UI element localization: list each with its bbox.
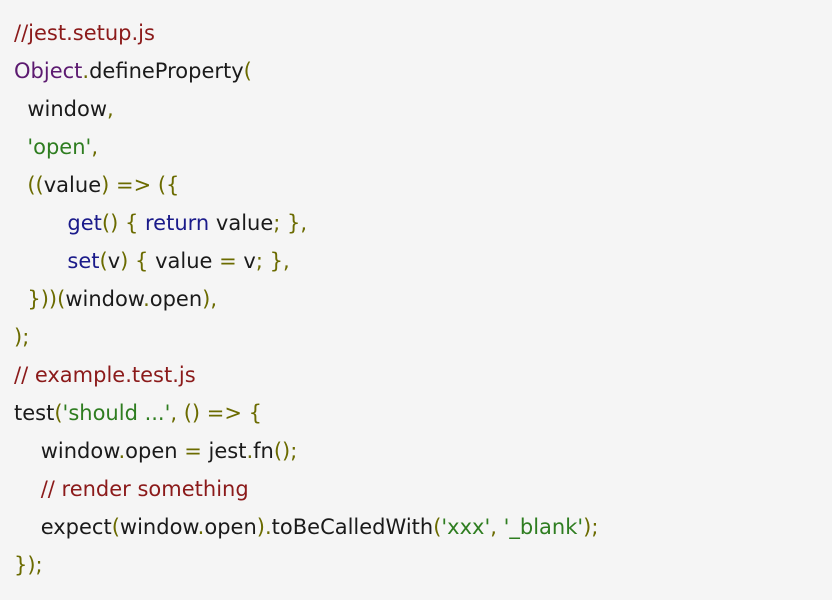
code-token-plain: open (125, 439, 185, 463)
code-token-punct: , (91, 135, 99, 159)
code-line: }); (14, 546, 832, 584)
code-token-punct: (( (27, 173, 44, 197)
code-token-punct: . (197, 515, 205, 539)
code-token-punct: , () => { (170, 401, 263, 425)
code-token-comment: // example.test.js (14, 363, 196, 387)
code-line: //jest.setup.js (14, 14, 832, 52)
code-token-punct: ); (14, 325, 30, 349)
code-token-plain (14, 287, 27, 311)
code-token-string: '_blank' (503, 515, 584, 539)
code-token-punct: ( (54, 401, 63, 425)
code-line: ); (14, 318, 832, 356)
code-line: get() { return value; }, (14, 204, 832, 242)
code-token-punct: ( (243, 59, 252, 83)
code-line: ((value) => ({ (14, 166, 832, 204)
code-token-plain: open (204, 515, 257, 539)
code-token-keyword: get (67, 211, 102, 235)
code-token-punct: = (219, 249, 237, 273)
code-line: expect(window.open).toBeCalledWith('xxx'… (14, 508, 832, 546)
code-token-plain: expect (14, 515, 112, 539)
code-token-plain: test (14, 401, 55, 425)
code-line: set(v) { value = v; }, (14, 242, 832, 280)
code-token-plain (14, 135, 27, 159)
code-token-punct: . (82, 59, 90, 83)
code-token-keyword: set (67, 249, 100, 273)
code-line: 'open', (14, 128, 832, 166)
code-token-punct: , (490, 515, 504, 539)
code-token-string: 'open' (27, 135, 92, 159)
code-token-plain: value (43, 173, 102, 197)
code-token-punct: ( (433, 515, 442, 539)
code-token-plain (14, 211, 67, 235)
code-token-plain: jest (201, 439, 247, 463)
code-token-plain (14, 477, 41, 501)
code-token-punct: . (246, 439, 254, 463)
code-token-punct: ; }, (255, 249, 290, 273)
code-line: }))(window.open), (14, 280, 832, 318)
code-line: test('should ...', () => { (14, 394, 832, 432)
code-token-plain (14, 173, 27, 197)
code-token-punct: . (118, 439, 126, 463)
code-token-plain: window (14, 97, 108, 121)
code-token-plain: defineProperty (89, 59, 244, 83)
code-token-punct: }))( (27, 287, 66, 311)
code-line: window.open = jest.fn(); (14, 432, 832, 470)
code-token-comment: //jest.setup.js (14, 21, 155, 45)
code-line: window, (14, 90, 832, 128)
code-token-punct: ) { (120, 249, 156, 273)
code-token-punct: ); (583, 515, 599, 539)
code-token-comment: // render something (40, 477, 249, 501)
code-token-plain (14, 249, 67, 273)
code-token-punct: }); (14, 553, 43, 577)
code-token-plain: v (107, 249, 121, 273)
code-token-punct: ), (202, 287, 218, 311)
code-token-plain: open (149, 287, 203, 311)
code-token-plain: window (119, 515, 198, 539)
code-token-punct: (); (273, 439, 298, 463)
code-token-punct: () { (101, 211, 145, 235)
code-token-punct: ). (256, 515, 272, 539)
code-token-plain: window (65, 287, 144, 311)
code-token-keyword: return (145, 211, 210, 235)
code-token-builtin: Object (14, 59, 83, 83)
code-token-plain: fn (253, 439, 274, 463)
code-token-plain: window (14, 439, 119, 463)
code-token-plain: toBeCalledWith (271, 515, 434, 539)
code-token-punct: ( (111, 515, 120, 539)
code-token-punct: , (107, 97, 114, 121)
code-line: // example.test.js (14, 356, 832, 394)
code-token-string: 'xxx' (441, 515, 491, 539)
code-token-punct: ( (99, 249, 108, 273)
code-token-string: 'should ...' (62, 401, 171, 425)
code-token-punct: ) => ({ (101, 173, 180, 197)
code-token-punct: = (184, 439, 202, 463)
code-token-plain: value (155, 249, 220, 273)
code-line: Object.defineProperty( (14, 52, 832, 90)
code-token-plain: value (209, 211, 274, 235)
code-token-plain: v (236, 249, 256, 273)
code-line: // render something (14, 470, 832, 508)
code-token-punct: . (143, 287, 150, 311)
code-token-punct: ; }, (273, 211, 308, 235)
